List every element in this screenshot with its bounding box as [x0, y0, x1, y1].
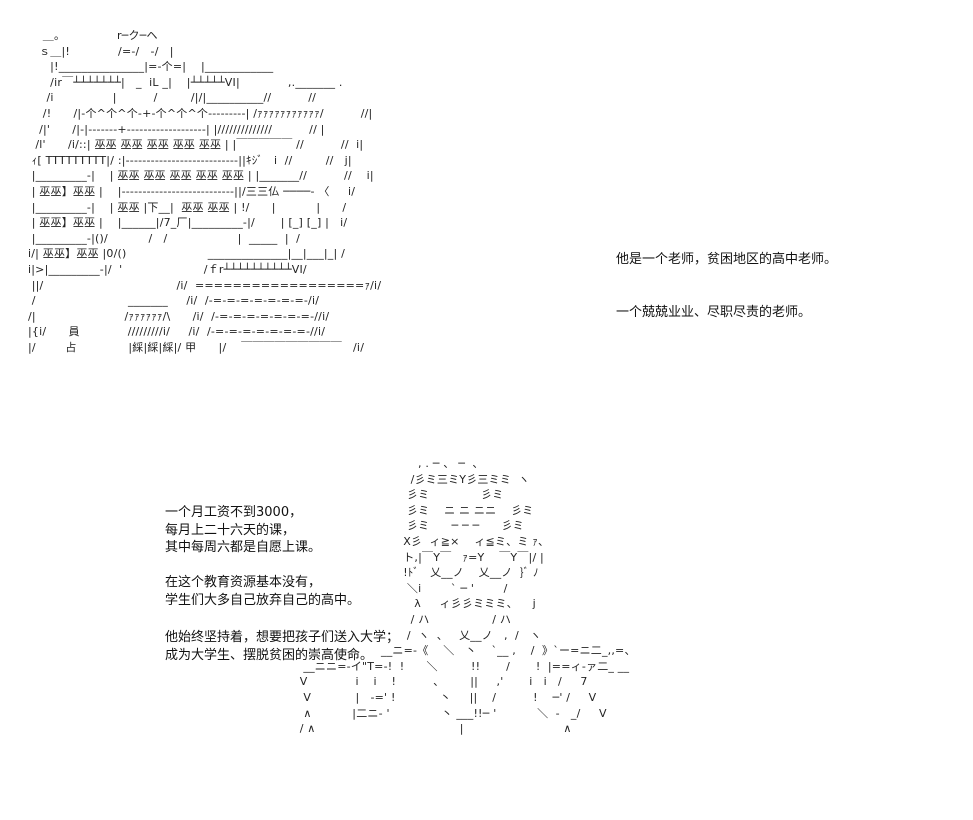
story-paragraph-salary: 一个月工资不到3000， 每月上二十六天的课， 其中每周六都是自愿上课。: [165, 504, 321, 557]
story-line: 学生们大多自己放弃自己的高中。: [165, 592, 361, 608]
story-paragraph-mission: 他始终坚持着，想要把孩子们送入大学； 成为大学生、摆脱贫困的崇高使命。: [165, 629, 399, 664]
story-line: 他始终坚持着，想要把孩子们送入大学；: [165, 630, 400, 645]
story-line: 成为大学生、摆脱贫困的崇高使命。: [165, 647, 374, 663]
story-line: 其中每周六都是自愿上课。: [165, 540, 322, 555]
story-line: 在这个教育资源基本没有，: [165, 575, 322, 590]
story-line: 一个月工资不到3000，: [165, 505, 303, 520]
story-line: 每月上二十六天的课，: [165, 522, 296, 538]
caption-teacher-intro: 他是一个老师，贫困地区的高中老师。: [616, 252, 838, 267]
teacher-figure-ascii-art: , . ─ 、 ─ 、 /彡ミ三ミY彡三ミミ ヽ 彡ミ 彡ミ 彡ミ ニ ニ ニニ…: [299, 457, 636, 736]
caption-teacher-diligent: 一个兢兢业业、尽职尽责的老师。: [616, 305, 812, 320]
school-building-ascii-art: ＿。 r─ク─ヘ ｓ＿|! /=-/ -/ | |!______________…: [28, 29, 382, 354]
story-paragraph-resources: 在这个教育资源基本没有， 学生们大多自己放弃自己的高中。: [165, 574, 360, 609]
